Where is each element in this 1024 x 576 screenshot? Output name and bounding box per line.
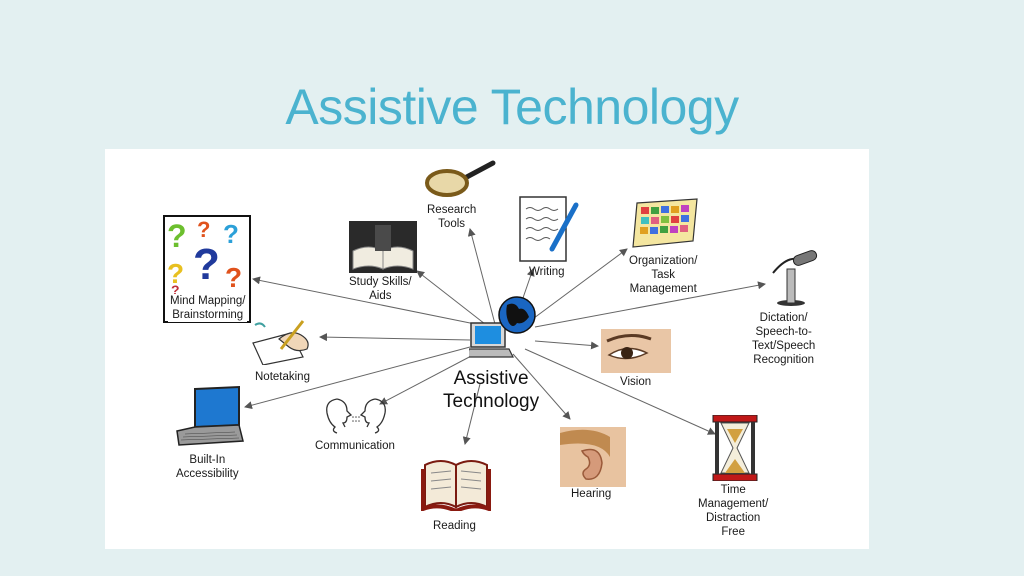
hourglass-icon <box>712 415 758 481</box>
node-time-management: Time Management/ Distraction Free <box>698 484 769 538</box>
node-research-tools: Research Tools <box>427 204 477 230</box>
svg-text:?: ? <box>197 217 210 242</box>
arrow-reading <box>462 383 481 445</box>
node-reading: Reading <box>433 520 476 532</box>
diagram-panel: Assistive Technology Research Tools Writ… <box>105 149 869 549</box>
magnifying-glass-icon <box>425 160 496 197</box>
microphone-icon <box>772 250 818 306</box>
laptop-icon <box>176 385 244 446</box>
laptop-globe-icon <box>469 296 536 358</box>
arrow-communication <box>379 353 476 405</box>
node-mind-mapping: Mind Mapping/ Brainstorming <box>168 294 248 322</box>
ear-icon <box>560 427 626 487</box>
calendar-icon <box>632 198 698 248</box>
node-notetaking: Notetaking <box>255 371 310 383</box>
node-vision: Vision <box>620 376 652 388</box>
arrow-vision <box>534 340 599 350</box>
svg-text:?: ? <box>167 218 187 254</box>
node-study-skills: Study Skills/ Aids <box>349 276 412 302</box>
arrow-hearing <box>512 353 571 420</box>
svg-text:?: ? <box>223 219 239 249</box>
svg-text:?: ? <box>225 262 242 293</box>
arrow-dictation <box>534 281 766 328</box>
node-dictation: Dictation/ Speech-to- Text/Speech Recogn… <box>752 312 816 366</box>
two-faces-icon <box>326 398 386 434</box>
center-label: Assistive Technology <box>443 367 539 413</box>
arrow-notetaking <box>319 333 471 342</box>
node-writing: Writing <box>529 266 565 278</box>
svg-text:?: ? <box>193 240 220 289</box>
arrow-organization <box>529 248 628 322</box>
center-label-line1: Assistive <box>453 368 529 389</box>
paper-pen-icon <box>519 196 579 262</box>
arrow-mind-mapping <box>252 276 476 325</box>
node-built-in: Built-In Accessibility <box>176 454 239 480</box>
node-organization: Organization/ Task Management <box>629 255 698 295</box>
svg-text:?: ? <box>171 282 180 298</box>
open-book-icon <box>421 460 491 511</box>
node-hearing: Hearing <box>571 488 612 500</box>
hand-writing-icon <box>252 320 309 365</box>
arrow-research-tools <box>467 228 496 325</box>
arrow-built-in <box>244 346 471 410</box>
connector-arrows <box>244 228 766 445</box>
arrow-study-skills <box>416 270 486 325</box>
eye-icon <box>601 329 671 373</box>
slide-title: Assistive Technology <box>285 79 739 135</box>
study-book-icon <box>349 221 417 273</box>
svg-text:?: ? <box>167 258 184 289</box>
node-communication: Communication <box>315 440 395 452</box>
center-label-line2: Technology <box>443 391 540 412</box>
arrow-time-management <box>524 348 716 435</box>
